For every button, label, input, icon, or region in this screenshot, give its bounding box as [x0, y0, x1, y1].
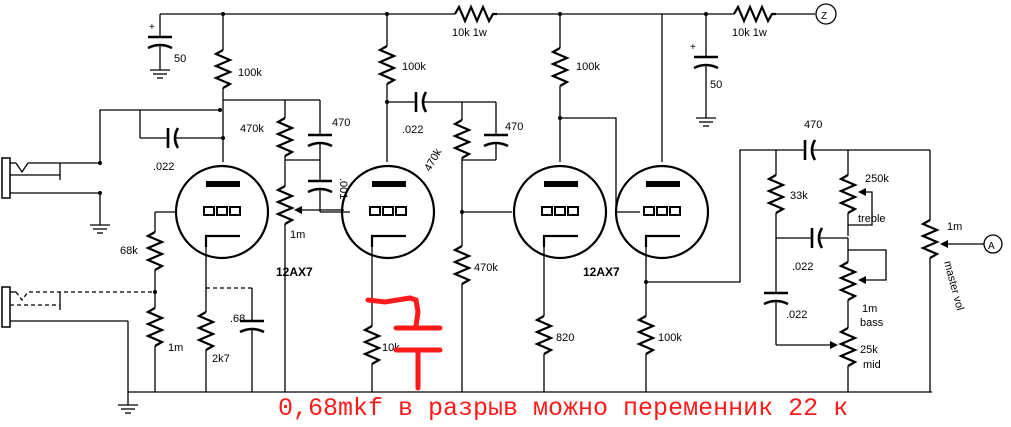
svg-text:.022: .022: [153, 161, 174, 173]
svg-text:+: +: [690, 42, 696, 53]
coupling-cap-022-2: .022: [385, 91, 462, 136]
b-plus-bus: [160, 12, 815, 16]
input-resistor-1m: 1m: [145, 292, 183, 392]
plate-resistor-2: 100k: [377, 14, 426, 162]
coupling-cap-022-1: .022: [139, 110, 225, 173]
input-wiring: [99, 108, 222, 292]
terminal-a: A: [983, 234, 1003, 254]
svg-text:1m: 1m: [862, 303, 877, 315]
svg-text:820: 820: [556, 332, 574, 344]
svg-text:470: 470: [332, 117, 350, 129]
grid-resistor-470k: 470k: [452, 212, 498, 392]
svg-text:Z: Z: [821, 11, 827, 22]
bus-resistor-2: 10k 1w: [732, 4, 776, 39]
svg-text:treble: treble: [858, 213, 886, 225]
svg-text:470: 470: [505, 121, 523, 133]
tube-v2b: [614, 164, 710, 260]
red-mod-markup: [365, 295, 443, 391]
svg-text:1m: 1m: [168, 342, 183, 354]
svg-text:100k: 100k: [402, 61, 426, 73]
svg-text:.022: .022: [786, 309, 807, 321]
tube-label-1: 12AX7: [276, 265, 313, 279]
input-jack-1: [1, 157, 110, 234]
red-annotation-text: 0,68mkf в разрыв можно переменник 22 к: [278, 394, 849, 423]
gain-pot-1m: 1m: [275, 185, 344, 392]
svg-text:A: A: [988, 241, 995, 252]
svg-text:50: 50: [174, 53, 186, 65]
tube-v2a: [512, 164, 608, 260]
svg-text:470k: 470k: [240, 123, 264, 135]
svg-text:2k7: 2k7: [212, 353, 230, 365]
svg-text:68k: 68k: [120, 245, 138, 257]
tube-v1b: [340, 164, 436, 260]
svg-text:470k: 470k: [422, 146, 445, 173]
svg-text:100k: 100k: [238, 67, 262, 79]
tone-stack-1: 470k 470 .001: [223, 99, 350, 212]
tube-label-2: 12AX7: [583, 265, 620, 279]
svg-text:1m: 1m: [290, 229, 305, 241]
svg-text:.68: .68: [230, 313, 245, 325]
input-jack-2: [1, 286, 157, 392]
coupling-network-2: 470k 470: [422, 101, 523, 214]
svg-text:.001: .001: [337, 178, 349, 199]
tube-v1a: [174, 164, 270, 260]
svg-text:33k: 33k: [790, 190, 808, 202]
svg-text:master vol: master vol: [941, 260, 966, 312]
filter-cap-1: + 50: [147, 14, 186, 79]
svg-text:bass: bass: [860, 317, 884, 329]
svg-text:250k: 250k: [865, 173, 889, 185]
svg-text:470: 470: [804, 119, 822, 131]
svg-text:.022: .022: [402, 124, 423, 136]
bus-resistor-1: 10k 1w: [452, 4, 497, 39]
grid-resistor-68k: 68k: [120, 231, 165, 271]
svg-text:50: 50: [710, 79, 722, 91]
svg-text:470k: 470k: [474, 262, 498, 274]
svg-text:25k: 25k: [860, 344, 878, 356]
svg-text:100k: 100k: [576, 61, 600, 73]
cathode-resistor-10k: 10k: [362, 247, 400, 392]
ground-bus: [118, 391, 932, 414]
svg-text:.022: .022: [792, 261, 813, 273]
interstage-wire: [558, 116, 640, 213]
svg-text:+: +: [149, 22, 155, 33]
tone-stack-2: 470 33k 250k treble .022 1m bass .022: [763, 119, 931, 392]
filter-cap-2: + 50: [690, 14, 722, 127]
cathode-network-1: 2k7 .68: [196, 247, 265, 392]
svg-text:10k 1w: 10k 1w: [452, 27, 487, 39]
svg-text:mid: mid: [863, 359, 881, 371]
plate-resistor-3: 100k: [550, 14, 600, 162]
cathode-resistor-100k: 100k: [636, 149, 776, 392]
terminal-z: Z: [815, 3, 837, 25]
master-volume-pot: 1m master vol: [920, 219, 984, 392]
svg-text:10k 1w: 10k 1w: [732, 27, 767, 39]
svg-text:1m: 1m: [947, 221, 962, 233]
svg-text:100k: 100k: [658, 332, 682, 344]
cathode-resistor-820: 820: [534, 247, 574, 392]
